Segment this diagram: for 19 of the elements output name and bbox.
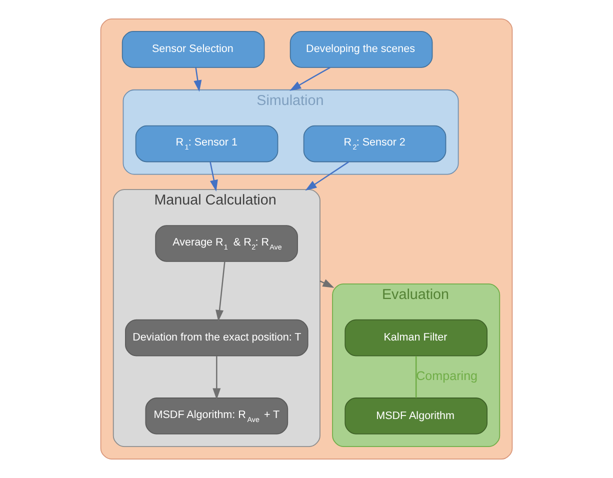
arrow: [212, 356, 221, 400]
arrow: [305, 161, 349, 191]
arrow: [320, 279, 334, 288]
arrow: [210, 162, 218, 192]
node-box: Deviation from the exact position: T: [125, 319, 308, 356]
node-box: Developing the scenes: [290, 31, 433, 68]
node-box: Kalman Filter: [344, 319, 488, 356]
node-box: R$_{2}$: Sensor 2: [303, 125, 446, 162]
arrow: [194, 68, 202, 92]
node-box: MSDF Algorithm: R$_{Ave}$ + T: [145, 398, 288, 434]
edge-label: Comparing: [416, 369, 478, 384]
connector: [415, 356, 417, 398]
node-box: Sensor Selection: [122, 31, 265, 68]
cluster: [100, 18, 513, 460]
arrow: [216, 262, 226, 322]
node-box: R$_{1}$: Sensor 1: [135, 125, 278, 162]
arrow: [290, 67, 330, 91]
node-box: Average R$_{1}$ & R$_{2}$: R$_{Ave}$: [155, 225, 298, 262]
node-box: MSDF Algorithm: [344, 398, 488, 434]
